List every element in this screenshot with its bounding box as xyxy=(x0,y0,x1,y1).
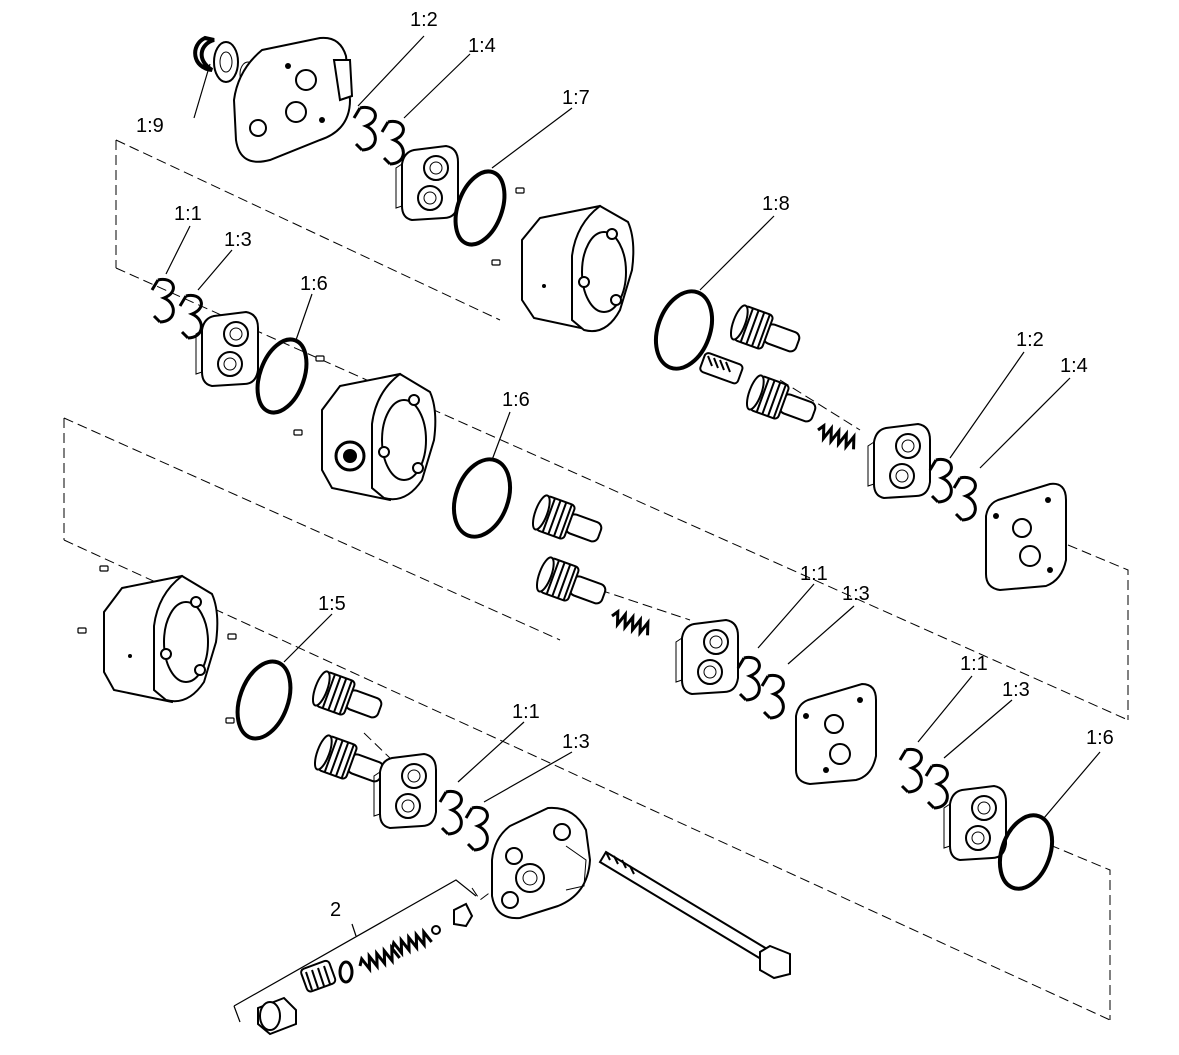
callout-1-1: 1:1 xyxy=(960,653,988,675)
o-ring xyxy=(653,289,715,371)
callout-1-3: 1:3 xyxy=(1002,679,1030,701)
dowel-pin xyxy=(99,565,109,572)
relief-valve-assembly xyxy=(257,902,474,1036)
callout-labels: 1:9 1:2 1:4 1:7 1:1 1:3 1:6 1:8 1:6 1:2 … xyxy=(136,9,1114,921)
dowel-pin xyxy=(515,187,525,194)
clip-ring xyxy=(352,105,377,152)
clip-ring xyxy=(928,457,953,504)
ball xyxy=(431,925,441,935)
snap-ring xyxy=(193,35,215,72)
callout-1-3: 1:3 xyxy=(562,731,590,753)
dowel-pin xyxy=(293,429,303,436)
gear-shaft xyxy=(528,492,605,545)
callout-1-4: 1:4 xyxy=(468,35,496,57)
valve-spring xyxy=(356,945,402,974)
clip-ring xyxy=(760,673,785,720)
o-ring xyxy=(235,659,293,741)
rear-cover-assembly xyxy=(193,35,354,163)
clip-ring xyxy=(438,789,463,836)
bearing-block xyxy=(395,145,459,221)
callout-1-9: 1:9 xyxy=(136,115,164,137)
spring xyxy=(814,422,860,451)
callout-1-1: 1:1 xyxy=(174,203,202,225)
rear-end-cover xyxy=(491,806,592,920)
gear-shaft xyxy=(308,668,385,721)
callout-1-6: 1:6 xyxy=(1086,727,1114,749)
adjusting-screw xyxy=(300,959,337,993)
callout-1-1: 1:1 xyxy=(512,701,540,723)
end-plate xyxy=(985,482,1067,592)
assembly-dash-lines xyxy=(63,139,1129,1021)
bearing-block xyxy=(373,753,437,829)
drive-gear-shaft xyxy=(699,352,819,425)
o-ring xyxy=(255,337,309,415)
clip-ring xyxy=(898,747,923,794)
clip-ring xyxy=(736,655,761,702)
o-ring xyxy=(451,457,513,539)
bearing-block xyxy=(867,423,931,499)
clip-ring xyxy=(380,119,405,166)
shaft-seal xyxy=(213,41,239,83)
end-plate xyxy=(795,682,877,786)
clip-ring xyxy=(952,475,977,522)
valve-seat xyxy=(453,902,474,928)
callout-1-2: 1:2 xyxy=(1016,329,1044,351)
callout-1-6: 1:6 xyxy=(502,389,530,411)
front-cover xyxy=(232,36,352,163)
callout-1-5: 1:5 xyxy=(318,593,346,615)
clip-ring xyxy=(150,277,175,324)
dowel-pin xyxy=(227,633,237,640)
gear-housing xyxy=(321,372,437,502)
gear-housing xyxy=(521,204,635,332)
bearing-block xyxy=(943,785,1007,861)
callout-1-2: 1:2 xyxy=(410,9,438,31)
callout-1-6: 1:6 xyxy=(300,273,328,295)
callout-1-4: 1:4 xyxy=(1060,355,1088,377)
o-ring xyxy=(997,813,1055,891)
leader-lines xyxy=(165,35,1101,1023)
cap-nut xyxy=(257,996,297,1036)
callout-1-1: 1:1 xyxy=(800,563,828,585)
tie-bolt xyxy=(598,850,791,980)
gear-shaft xyxy=(726,302,803,355)
callout-2: 2 xyxy=(330,899,341,921)
clip-ring xyxy=(464,805,489,852)
dowel-pin xyxy=(77,627,87,634)
spring xyxy=(608,608,654,637)
dowel-pin xyxy=(491,259,501,266)
dowel-pin xyxy=(315,355,325,362)
bearing-block xyxy=(675,619,739,695)
callout-1-3: 1:3 xyxy=(224,229,252,251)
dowel-pin xyxy=(225,717,235,724)
callout-1-8: 1:8 xyxy=(762,193,790,215)
gear-housing xyxy=(103,574,219,704)
bearing-block xyxy=(195,311,259,387)
callout-1-7: 1:7 xyxy=(562,87,590,109)
washer xyxy=(338,960,354,984)
gear-shaft xyxy=(532,554,609,607)
o-ring xyxy=(453,169,507,247)
clip-ring xyxy=(924,763,949,810)
callout-1-3: 1:3 xyxy=(842,583,870,605)
